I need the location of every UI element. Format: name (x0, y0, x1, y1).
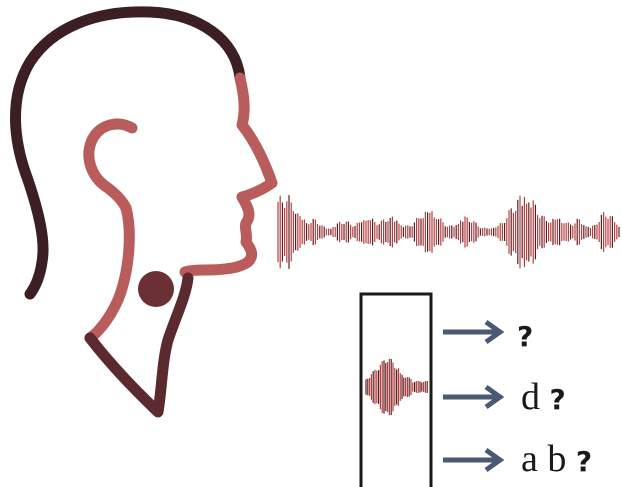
face-profile-outline (179, 72, 278, 278)
segment-waveform (365, 358, 428, 416)
prediction-3-prefix: a b (521, 438, 567, 480)
neck-back-outline (84, 272, 194, 418)
prediction-1: ? (517, 315, 533, 353)
segment-frame (359, 292, 433, 487)
ear-outline (83, 118, 138, 214)
arrow-right-icon (443, 447, 505, 473)
prediction-2-unknown: ? (549, 383, 566, 416)
arrow-right-icon (443, 384, 505, 410)
prediction-1-unknown: ? (517, 320, 534, 353)
prediction-3: a b ? (521, 440, 592, 478)
throat-icon (138, 271, 174, 307)
waveform-icon (277, 195, 620, 269)
prediction-3-unknown: ? (575, 445, 593, 478)
arrow-right-icon (443, 319, 505, 345)
prediction-2-prefix: d (521, 376, 540, 418)
prediction-2: d ? (521, 378, 566, 416)
head-back-outline (10, 6, 246, 300)
neck-front-outline (84, 202, 135, 344)
